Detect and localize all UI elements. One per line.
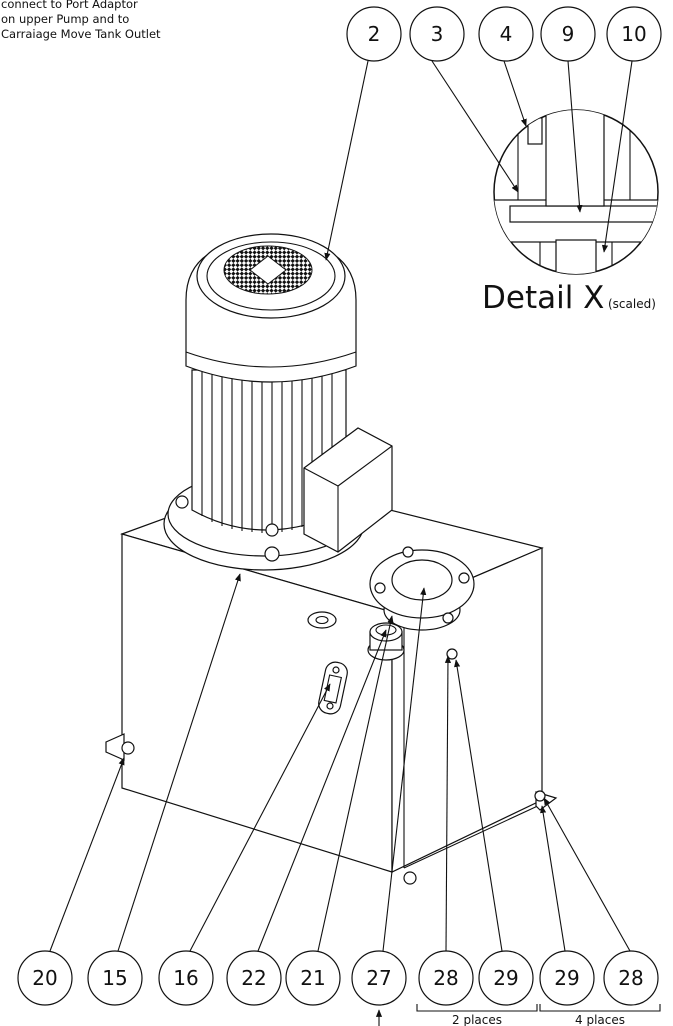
foot-bolt-left <box>121 741 135 755</box>
foot-bolt-right <box>534 790 546 802</box>
svg-text:10: 10 <box>621 22 646 46</box>
balloon-16: 16 <box>158 950 214 1006</box>
svg-text:4: 4 <box>500 22 513 46</box>
balloon-28-b: 28 <box>603 950 659 1006</box>
balloon-22: 22 <box>226 950 282 1006</box>
balloon-3: 3 <box>409 6 465 62</box>
svg-text:27: 27 <box>366 966 391 990</box>
note-line-1: connect to Port Adaptor <box>1 0 138 11</box>
svg-text:2: 2 <box>368 22 381 46</box>
balloon-2: 2 <box>346 6 402 62</box>
balloon-10: 10 <box>606 6 662 62</box>
svg-text:28: 28 <box>618 966 643 990</box>
left-foot <box>105 733 125 761</box>
terminal-box <box>303 427 393 553</box>
bracket-left-label: 2 places <box>452 1013 502 1026</box>
balloon-9: 9 <box>540 6 596 62</box>
balloon-28-a: 28 <box>418 950 474 1006</box>
assembly-note: connect to Port Adaptor on upper Pump an… <box>1 0 231 42</box>
balloon-21: 21 <box>285 950 341 1006</box>
svg-text:29: 29 <box>493 966 518 990</box>
svg-text:22: 22 <box>241 966 266 990</box>
svg-text:9: 9 <box>562 22 575 46</box>
port-fitting <box>307 611 337 629</box>
bracket-right-label: 4 places <box>575 1013 625 1026</box>
note-line-3: Carraiage Move Tank Outlet <box>1 27 161 41</box>
bracket-2-places: 2 places <box>416 1004 538 1026</box>
motor <box>163 233 393 571</box>
balloon-29-b: 29 <box>539 950 595 1006</box>
balloons-bottom: 20 15 16 22 21 27 28 29 <box>17 950 659 1006</box>
detail-label: Detail X <box>482 280 604 316</box>
leaders-bottom <box>49 573 631 1026</box>
svg-text:20: 20 <box>32 966 57 990</box>
balloon-4: 4 <box>478 6 534 62</box>
balloon-29-a: 29 <box>478 950 534 1006</box>
svg-text:16: 16 <box>173 966 198 990</box>
detail-x-view: Detail X (scaled) <box>482 109 659 316</box>
svg-text:21: 21 <box>300 966 325 990</box>
note-line-2: on upper Pump and to <box>1 12 130 26</box>
bracket-4-places: 4 places <box>539 1004 661 1026</box>
svg-text:15: 15 <box>102 966 127 990</box>
balloons-top: 2 3 4 9 10 <box>346 6 662 62</box>
balloon-20: 20 <box>17 950 73 1006</box>
foot-bolt-bottom <box>403 871 417 885</box>
svg-text:3: 3 <box>431 22 444 46</box>
svg-text:29: 29 <box>554 966 579 990</box>
balloon-27: 27 <box>351 950 407 1006</box>
svg-text:28: 28 <box>433 966 458 990</box>
balloon-15: 15 <box>87 950 143 1006</box>
detail-scale: (scaled) <box>608 297 656 311</box>
leaders-top <box>324 60 633 261</box>
